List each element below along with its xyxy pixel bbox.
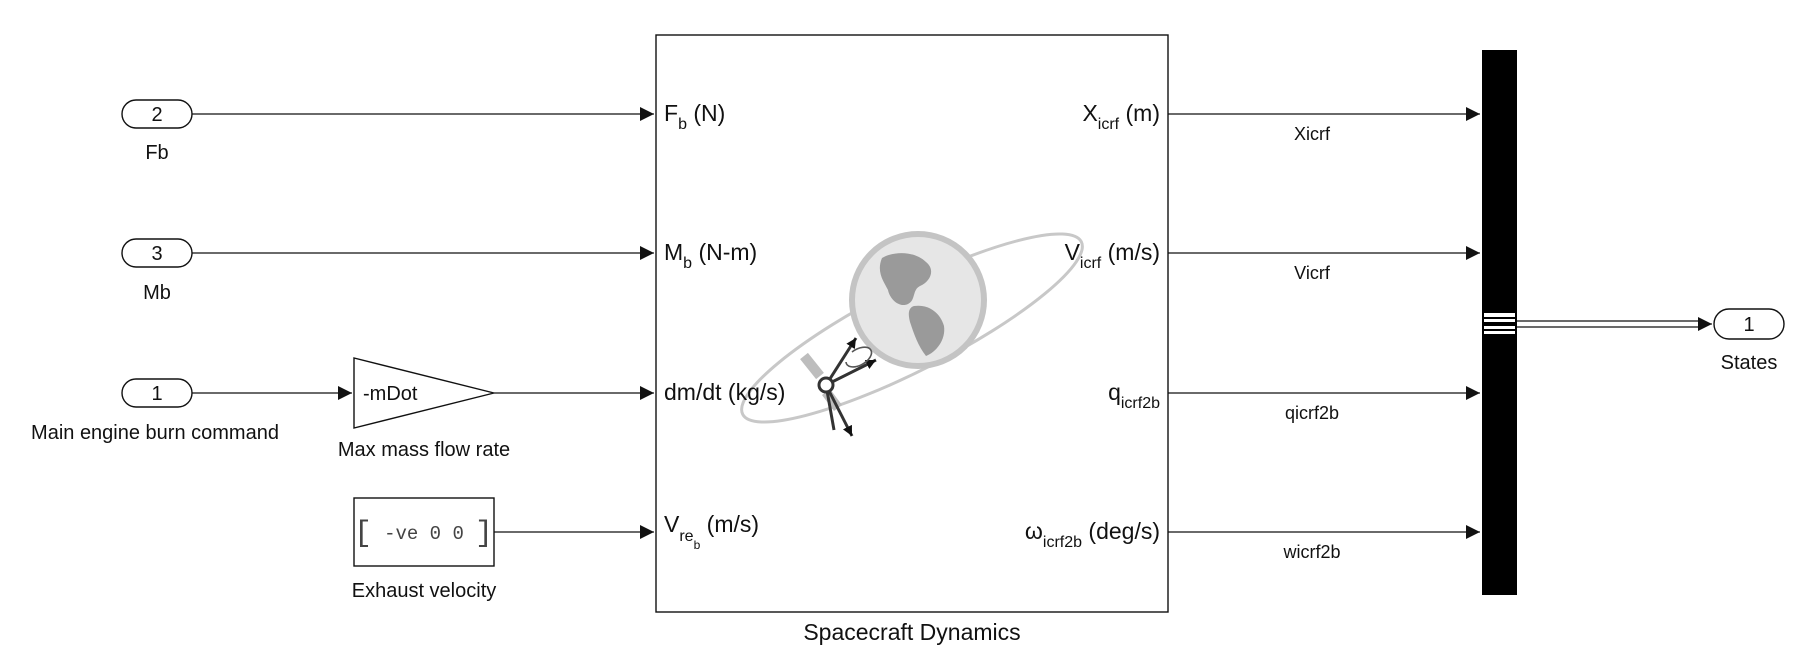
signal-label-qicrf2b: qicrf2b	[1285, 403, 1339, 423]
signal-label-wicrf2b: wicrf2b	[1282, 542, 1340, 562]
dyn-input-mdot: dm/dt (kg/s)	[664, 379, 785, 405]
inport-fb[interactable]: 2 Fb	[121, 99, 193, 164]
gain-block[interactable]: -mDot Max mass flow rate	[338, 357, 510, 461]
bus-creator-block[interactable]	[1482, 50, 1517, 595]
outport-states-label: States	[1721, 352, 1778, 374]
gain-label: Max mass flow rate	[338, 439, 510, 461]
constant-label: Exhaust velocity	[352, 580, 497, 602]
dyn-output-vicrf: Vicrf (m/s)	[1065, 239, 1160, 272]
inport-fb-number: 2	[151, 104, 162, 126]
dyn-input-fb: Fb (N)	[664, 100, 725, 133]
constant-value: -ve 0 0	[384, 523, 464, 545]
inport-burn-command[interactable]: 1 Main engine burn command	[31, 378, 279, 444]
inport-mb-label: Mb	[143, 282, 171, 304]
dyn-output-wicrf2b: ωicrf2b (deg/s)	[1025, 518, 1160, 551]
spacecraft-dynamics-block[interactable]: Fb (N) Mb (N-m) dm/dt (kg/s) Vreb (m/s) …	[655, 34, 1169, 645]
dyn-output-qicrf2b: qicrf2b	[1108, 379, 1160, 412]
dyn-output-xicrf: Xicrf (m)	[1082, 100, 1160, 133]
outport-states[interactable]: 1 States	[1713, 308, 1785, 374]
inport-mb-number: 3	[151, 243, 162, 265]
constant-block[interactable]: [ -ve 0 0 ] Exhaust velocity	[352, 497, 497, 602]
constant-close-bracket: ]	[475, 517, 493, 551]
spacecraft-earth-icon	[740, 231, 1084, 437]
spacecraft-dynamics-label: Spacecraft Dynamics	[803, 619, 1020, 645]
constant-open-bracket: [	[354, 517, 372, 551]
signal-label-xicrf: Xicrf	[1294, 124, 1331, 144]
gain-value: -mDot	[363, 383, 418, 405]
dyn-input-vre: Vreb (m/s)	[664, 511, 759, 552]
inport-mb[interactable]: 3 Mb	[121, 238, 193, 304]
outport-states-number: 1	[1743, 314, 1754, 336]
inport-fb-label: Fb	[145, 142, 168, 164]
inport-burn-number: 1	[151, 383, 162, 405]
inport-burn-label: Main engine burn command	[31, 422, 279, 444]
signal-label-vicrf: Vicrf	[1294, 263, 1331, 283]
signal-lines	[192, 107, 1712, 539]
dyn-input-mb: Mb (N-m)	[664, 239, 757, 272]
